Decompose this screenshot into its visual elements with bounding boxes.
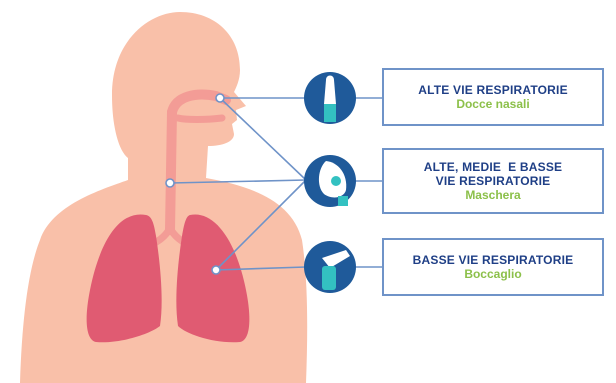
label-upper-title: ALTE VIE RESPIRATORIE bbox=[418, 83, 568, 97]
body-silhouette bbox=[20, 12, 307, 383]
label-lower-device: Boccaglio bbox=[464, 267, 521, 282]
mouthpiece-icon bbox=[304, 241, 356, 293]
trachea bbox=[170, 112, 172, 230]
anchor-trachea bbox=[166, 179, 174, 187]
label-all-airways: ALTE, MEDIE E BASSE VIE RESPIRATORIE Mas… bbox=[382, 148, 604, 214]
mask-icon bbox=[304, 155, 356, 207]
label-lower-title: BASSE VIE RESPIRATORIE bbox=[413, 253, 574, 267]
mouthpiece-body bbox=[322, 266, 336, 290]
label-all-device: Maschera bbox=[465, 188, 520, 203]
nasal-douche-icon bbox=[304, 72, 356, 124]
label-all-title-line2: VIE RESPIRATORIE bbox=[436, 174, 551, 188]
anchor-nose bbox=[216, 94, 224, 102]
human-silhouette bbox=[20, 12, 307, 383]
mask-tube bbox=[338, 196, 348, 206]
anchor-lung bbox=[212, 266, 220, 274]
mask-port bbox=[331, 176, 341, 186]
label-all-title-line1: ALTE, MEDIE E BASSE bbox=[424, 160, 562, 174]
connector-nose-mask bbox=[220, 98, 306, 180]
label-upper-airways: ALTE VIE RESPIRATORIE Docce nasali bbox=[382, 68, 604, 126]
nasal-douche-body bbox=[324, 104, 336, 122]
label-upper-device: Docce nasali bbox=[456, 97, 529, 112]
oral-cavity bbox=[178, 118, 222, 120]
label-lower-airways: BASSE VIE RESPIRATORIE Boccaglio bbox=[382, 238, 604, 296]
